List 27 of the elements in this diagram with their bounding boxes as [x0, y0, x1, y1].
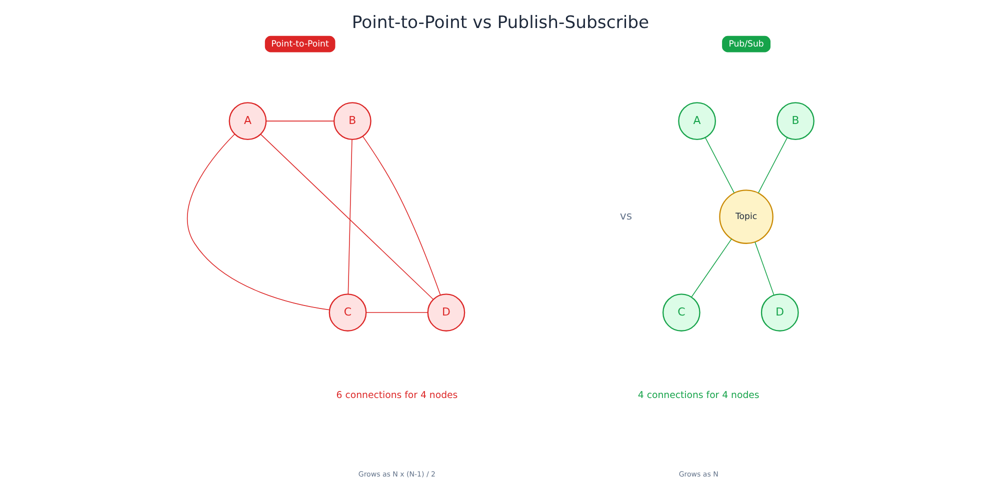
label: 4 connections for 4 nodes	[637, 390, 759, 402]
node-circle: B	[776, 102, 814, 140]
connector	[365, 312, 428, 313]
node-circle: A	[228, 102, 266, 140]
connector	[704, 137, 734, 194]
node-circle: C	[662, 294, 700, 332]
node-circle: A	[678, 102, 716, 140]
node-circle: D	[760, 294, 798, 332]
label: vs	[619, 210, 632, 223]
connector	[690, 238, 732, 298]
node-circle: C	[328, 294, 366, 332]
node-circle: B	[332, 102, 371, 140]
connector	[758, 137, 788, 194]
node-box: Pub/Sub	[722, 36, 770, 52]
connector	[265, 120, 334, 122]
connector	[362, 136, 440, 296]
connector	[260, 134, 434, 300]
node-box: Point-to-Point	[264, 36, 335, 52]
node-circle: D	[426, 294, 465, 332]
connector	[347, 139, 352, 294]
label: Grows as N	[678, 469, 718, 478]
connector	[754, 242, 774, 296]
connector	[186, 134, 330, 310]
node-circle: Topic	[718, 190, 773, 244]
label: Grows as N x (N-1) / 2	[358, 469, 436, 478]
diagram-title: Point-to-Point vs Publish-Subscribe	[351, 13, 649, 34]
label: 6 connections for 4 nodes	[336, 390, 458, 402]
